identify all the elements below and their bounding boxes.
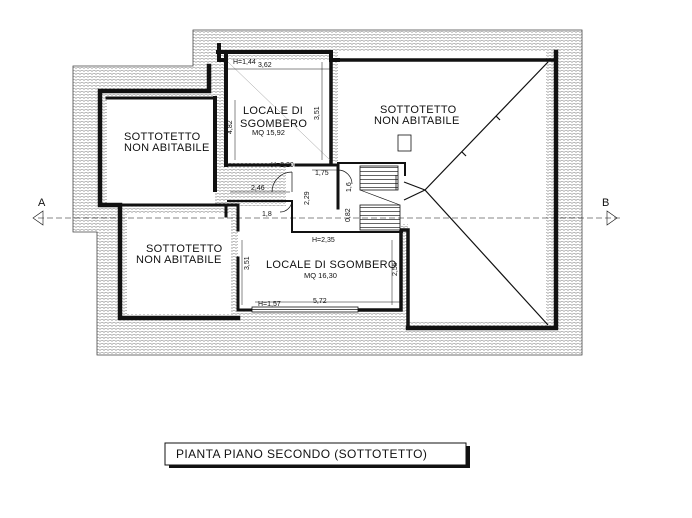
drawing-title: PIANTA PIANO SECONDO (SOTTOTETTO): [176, 447, 427, 461]
dim-h235: H=2,35: [312, 237, 335, 244]
dim-h229: 2,29: [304, 191, 311, 205]
dim-h157: H=1,57: [258, 301, 281, 308]
dim-w362: 3,62: [258, 62, 272, 69]
attic-left-upper-line2: NON ABITABILE: [124, 142, 210, 154]
storage-lower-name: LOCALE DI SGOMBERO: [266, 259, 397, 271]
attic-right-line1: SOTTOTETTO: [380, 104, 457, 116]
storage-upper-area: MQ 15,92: [252, 128, 285, 137]
section-marker-b: B: [602, 197, 609, 209]
dim-w082: 0,82: [345, 208, 352, 222]
sloped-ceiling-lines: [227, 61, 331, 161]
dim-w175: 1,75: [315, 170, 329, 177]
dim-h482: 4,82: [227, 120, 234, 134]
dim-h220: H=2,20: [271, 162, 294, 169]
attic-left-lower-line2: NON ABITABILE: [136, 254, 222, 266]
roof-hip-lines: [403, 61, 549, 326]
dimension-lines: [228, 62, 400, 305]
staircase: [359, 165, 401, 231]
storage-upper-name-2: SGOMBERO: [240, 118, 307, 130]
attic-left-upper-line1: SOTTOTETTO: [124, 131, 201, 143]
storage-upper-name-1: LOCALE DI: [243, 105, 303, 117]
dim-h255: 2,55: [392, 262, 399, 276]
attic-right-line2: NON ABITABILE: [374, 115, 460, 127]
dim-w572: 5,72: [313, 298, 327, 305]
door-swings: [271, 169, 353, 213]
storage-lower-area: MQ 16,30: [304, 271, 337, 280]
dim-w246: 2,46: [251, 185, 265, 192]
section-marker-a: A: [38, 197, 46, 209]
dim-w16: 1,6: [346, 182, 353, 192]
dim-h351b: 3,51: [244, 256, 251, 270]
south-window: [251, 306, 359, 313]
vent-square: [397, 134, 412, 152]
section-line: [32, 210, 620, 226]
walls: [97, 43, 559, 331]
title-box: [164, 442, 467, 466]
dim-h351: 3,51: [314, 106, 321, 120]
dim-h144: H=1,44: [233, 59, 256, 66]
dim-w18: 1,8: [262, 211, 272, 218]
attic-left-lower-line1: SOTTOTETTO: [146, 243, 223, 255]
